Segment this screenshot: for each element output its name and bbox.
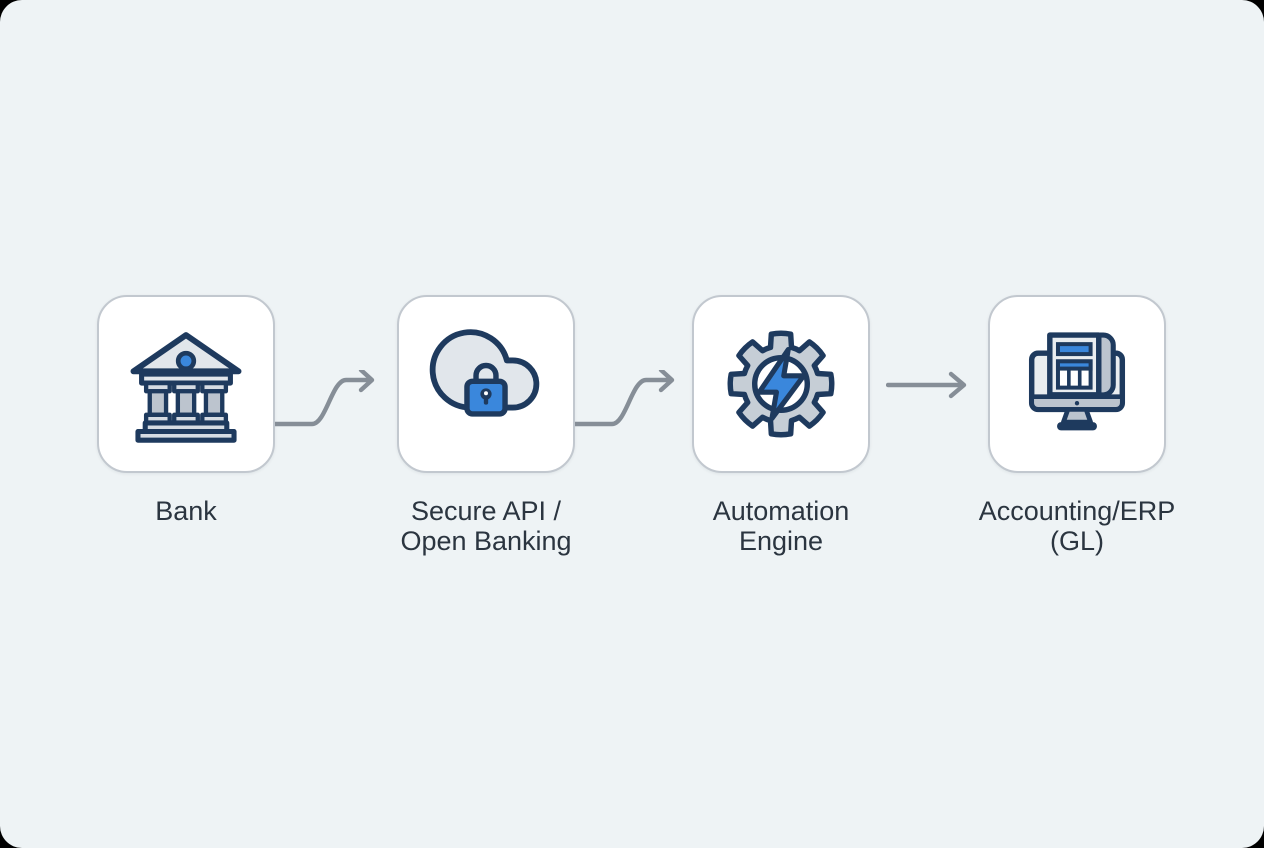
arrow-automation-to-accounting — [886, 371, 967, 399]
node-label-bank: Bank — [46, 496, 326, 526]
node-card-automation — [692, 295, 870, 473]
arrowhead-icon — [658, 370, 675, 393]
node-label-accounting: Accounting/ERP (GL) — [937, 496, 1217, 556]
node-label-line: (GL) — [1050, 526, 1104, 556]
arrowhead-icon — [948, 371, 967, 399]
monitor-ledger-icon — [1028, 332, 1126, 431]
node-label-line: Accounting/ERP — [978, 496, 1176, 526]
node-label-line: Open Banking — [400, 526, 572, 556]
arrow-api-to-automation — [575, 370, 675, 427]
cloud-lock-icon — [429, 329, 540, 417]
arrow-bank-to-api — [275, 370, 375, 427]
node-card-accounting — [988, 295, 1166, 473]
node-card-bank — [97, 295, 275, 473]
node-label-line: Automation — [712, 496, 850, 526]
node-label-automation: Automation Engine — [641, 496, 921, 556]
node-label-secure-api: Secure API / Open Banking — [346, 496, 626, 556]
node-label-line: Bank — [155, 496, 217, 526]
arrowhead-icon — [358, 370, 375, 393]
gear-bolt-icon — [727, 330, 835, 438]
node-label-line: Secure API / — [410, 496, 562, 526]
node-card-secure-api — [397, 295, 575, 473]
bank-icon — [130, 332, 242, 443]
node-label-line: Engine — [738, 526, 824, 556]
